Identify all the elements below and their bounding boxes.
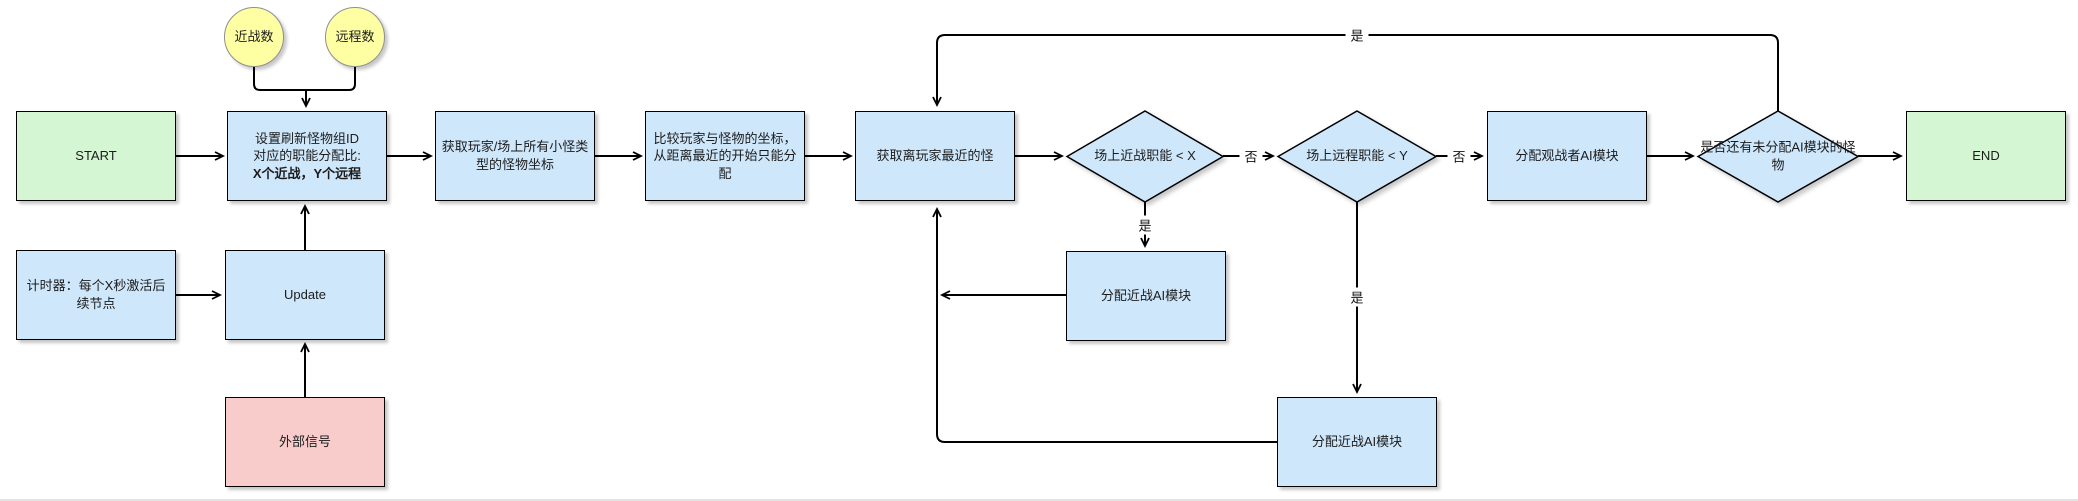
node-compare-label: 比较玩家与怪物的坐标，从距离最近的开始只能分配: [653, 130, 797, 181]
node-timer[interactable]: 计时器：每个X秒激活后续节点: [16, 250, 176, 340]
node-get-nearest[interactable]: 获取离玩家最近的怪: [855, 111, 1015, 201]
node-update[interactable]: Update: [225, 250, 385, 340]
decision-remaining-label: 是否还有未分配AI模块的怪物: [1700, 139, 1856, 172]
decision-melee-shape[interactable]: [1065, 110, 1225, 203]
node-compare[interactable]: 比较玩家与怪物的坐标，从距离最近的开始只能分配: [645, 111, 805, 201]
node-assign-melee-1[interactable]: 分配近战AI模块: [1066, 251, 1226, 341]
node-start[interactable]: START: [16, 111, 176, 201]
edge-label-ranged-yes: 是: [1345, 287, 1369, 307]
decision-ranged-label: 场上远程职能 < Y: [1306, 148, 1408, 164]
connector-ranged-count-join: [306, 67, 356, 91]
edge-label-remaining-yes: 是: [1345, 25, 1369, 45]
node-external-signal[interactable]: 外部信号: [225, 397, 385, 487]
connector-assignmelee2-loop: [932, 206, 1277, 443]
connector-remaining-yes-loop: [932, 34, 1779, 111]
edge-label-melee-no: 否: [1239, 146, 1263, 166]
node-get-coords[interactable]: 获取玩家/场上所有小怪类型的怪物坐标: [435, 111, 595, 201]
edge-label-ranged-no: 否: [1447, 146, 1471, 166]
node-melee-count-label: 近战数: [234, 29, 274, 45]
node-setup-line3: X个近战，Y个远程: [252, 165, 362, 181]
connector-melee-count-join: [253, 67, 306, 91]
node-melee-count[interactable]: 近战数: [224, 7, 284, 67]
decision-remaining-shape[interactable]: [1696, 110, 1860, 203]
node-assign-melee-1-label: 分配近战AI模块: [1100, 288, 1192, 304]
node-assign-melee-2[interactable]: 分配近战AI模块: [1277, 397, 1437, 487]
node-setup[interactable]: 设置刷新怪物组ID 对应的职能分配比: X个近战，Y个远程: [227, 111, 387, 201]
node-end-label: END: [1972, 148, 2000, 164]
node-ranged-count[interactable]: 远程数: [325, 7, 385, 67]
node-assign-observer[interactable]: 分配观战者AI模块: [1487, 111, 1647, 201]
node-setup-line2: 对应的职能分配比:: [253, 148, 361, 164]
node-ranged-count-label: 远程数: [335, 29, 375, 45]
node-update-label: Update: [284, 287, 326, 303]
node-timer-label: 计时器：每个X秒激活后续节点: [26, 278, 166, 311]
decision-melee-label: 场上近战职能 < X: [1094, 148, 1196, 164]
node-assign-observer-label: 分配观战者AI模块: [1515, 148, 1619, 164]
node-start-label: START: [75, 148, 117, 164]
node-end[interactable]: END: [1906, 111, 2066, 201]
decision-ranged-shape[interactable]: [1276, 110, 1438, 203]
node-setup-line1: 设置刷新怪物组ID: [254, 130, 359, 146]
edge-label-melee-yes: 是: [1133, 215, 1157, 235]
node-external-signal-label: 外部信号: [278, 434, 331, 450]
node-assign-melee-2-label: 分配近战AI模块: [1311, 434, 1403, 450]
node-get-coords-label: 获取玩家/场上所有小怪类型的怪物坐标: [441, 139, 589, 172]
node-get-nearest-label: 获取离玩家最近的怪: [876, 148, 994, 164]
